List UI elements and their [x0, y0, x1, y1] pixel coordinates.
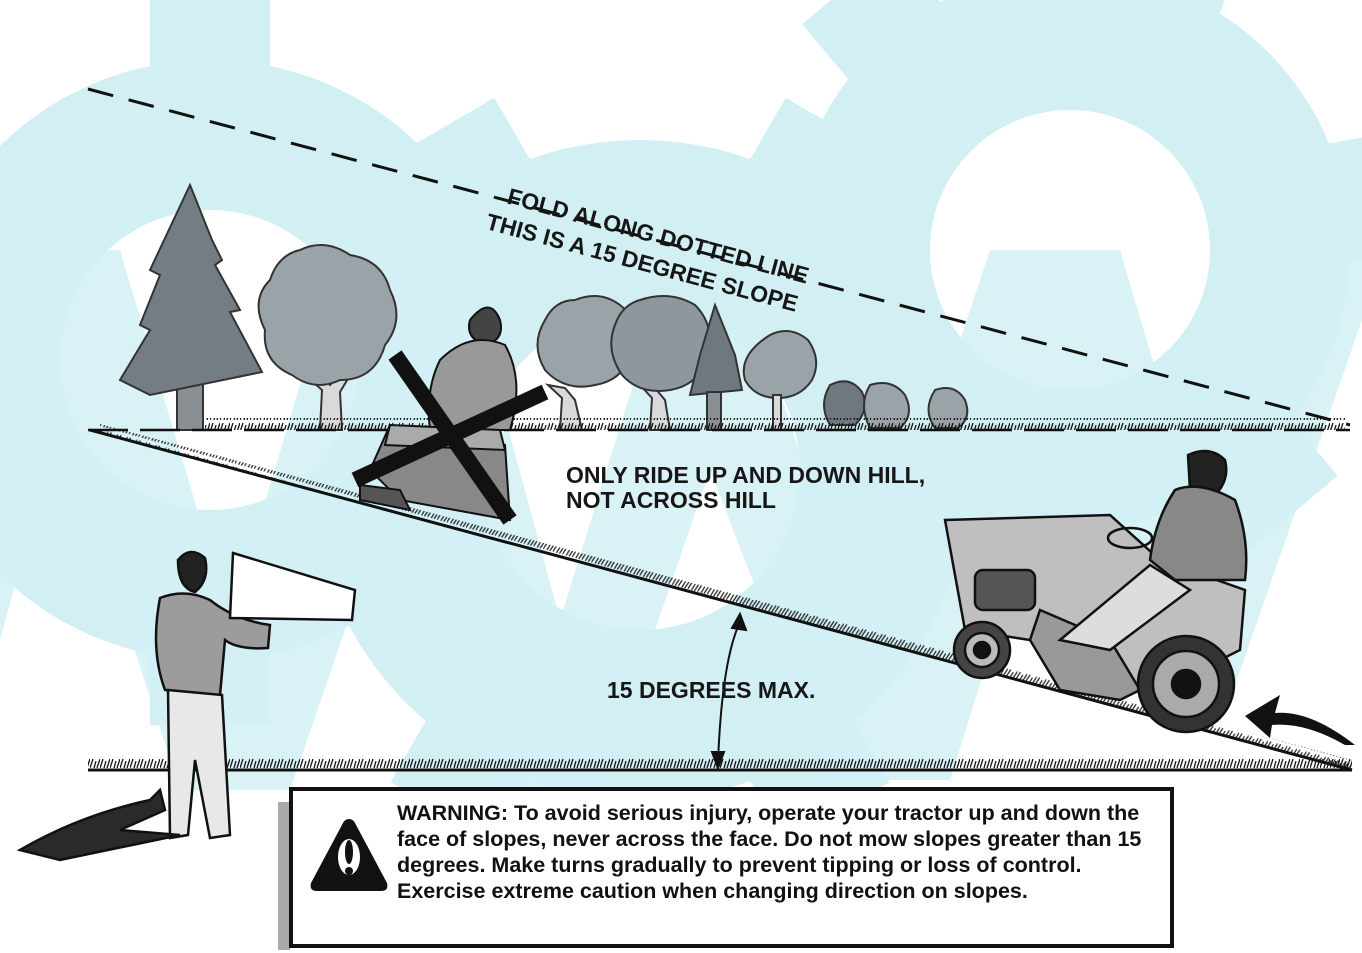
- ride-instruction-label: ONLY RIDE UP AND DOWN HILL, NOT ACROSS H…: [566, 463, 925, 513]
- max-angle-label: 15 DEGREES MAX.: [607, 677, 815, 703]
- warning-exclamation-icon: [309, 817, 389, 893]
- warning-text: WARNING: To avoid serious injury, operat…: [397, 800, 1157, 904]
- warning-box: WARNING: To avoid serious injury, operat…: [289, 787, 1174, 948]
- upper-grass: [205, 418, 1345, 430]
